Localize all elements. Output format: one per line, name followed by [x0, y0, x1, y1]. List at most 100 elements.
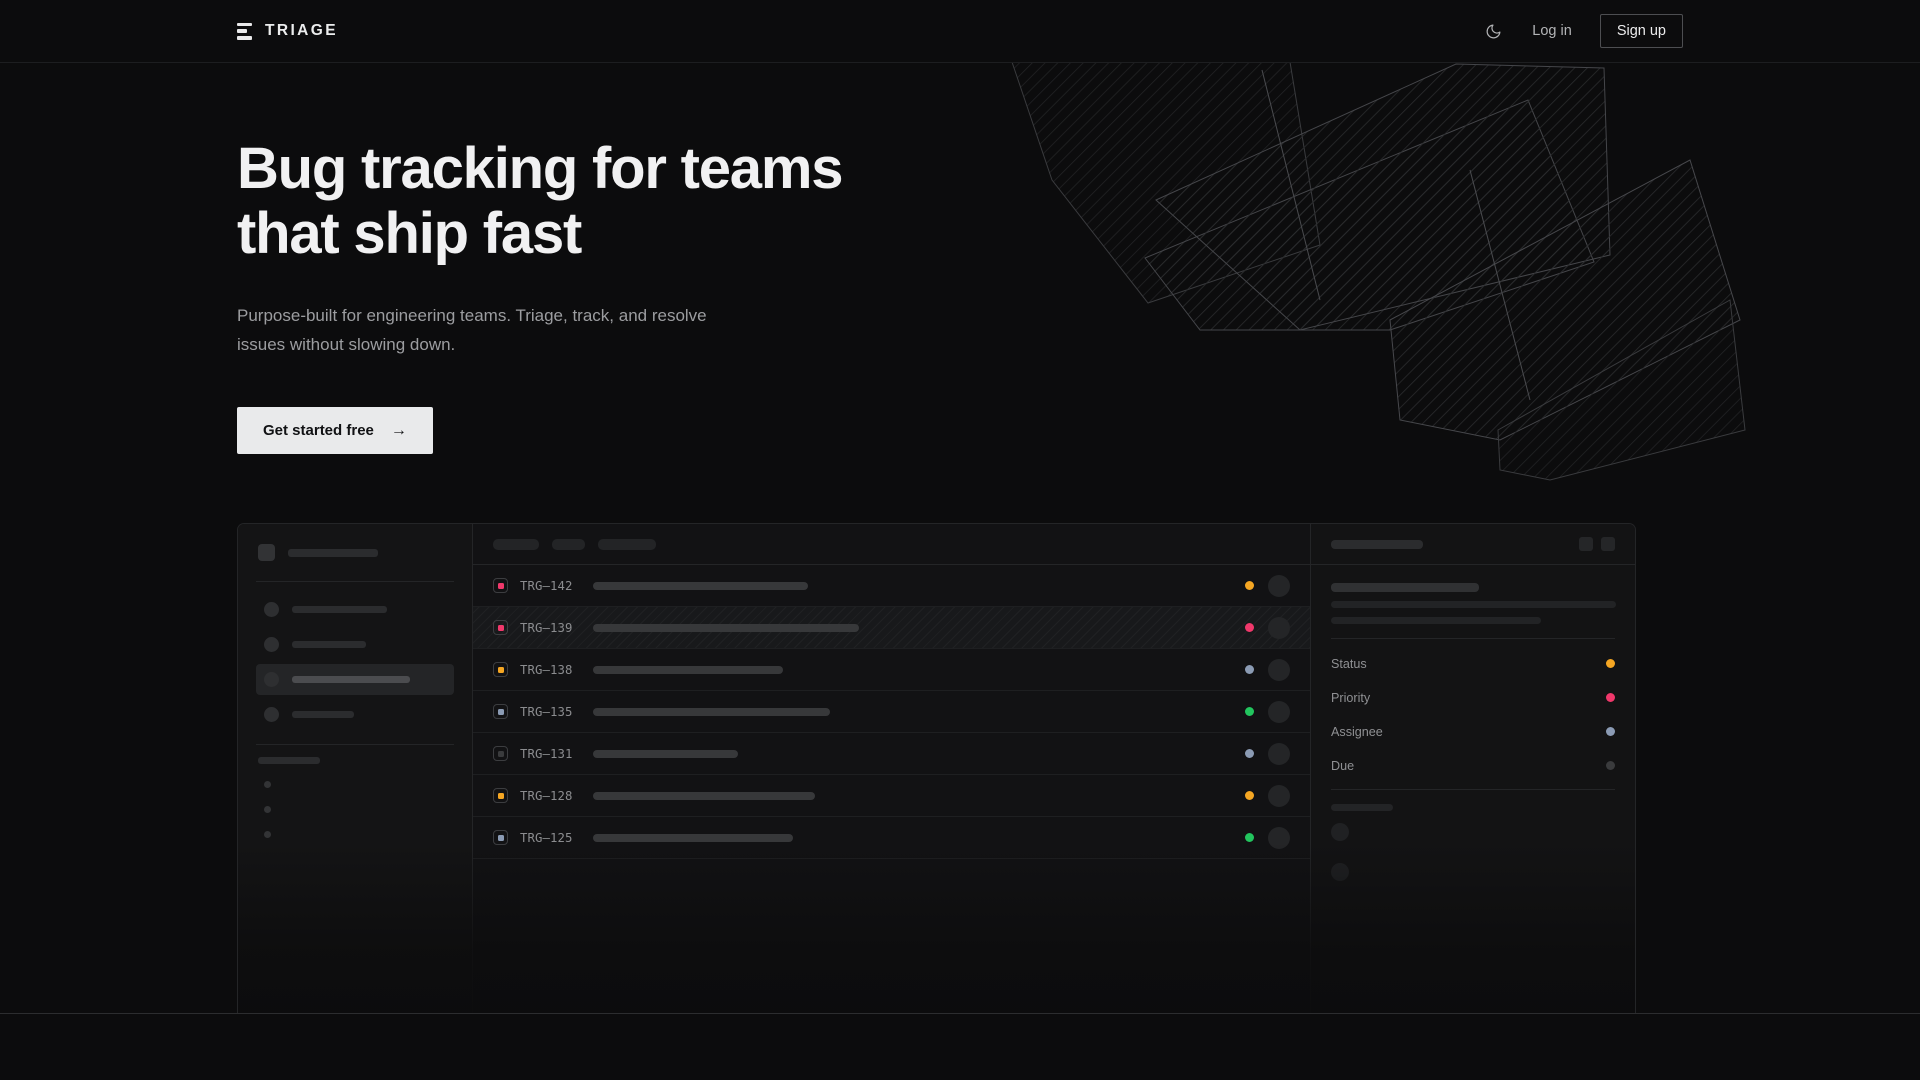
issue-row[interactable]: TRG–142	[473, 565, 1310, 607]
priority-badge-icon	[493, 662, 508, 677]
priority-badge-icon	[493, 578, 508, 593]
status-dot	[1245, 581, 1254, 590]
meta-label: Status	[1331, 657, 1367, 671]
issue-row[interactable]: TRG–135	[473, 691, 1310, 733]
brand-name: TRIAGE	[265, 22, 338, 39]
hero-section: Bug tracking for teams that ship fast Pu…	[0, 63, 1920, 455]
issue-row[interactable]: TRG–139	[473, 607, 1310, 649]
comment-avatar-list	[1331, 823, 1615, 881]
detail-description-skeleton	[1331, 601, 1616, 624]
meta-dot-icon	[1606, 659, 1615, 668]
issue-row[interactable]: TRG–125	[473, 817, 1310, 859]
meta-value	[1606, 759, 1615, 773]
issue-id: TRG–125	[520, 830, 573, 845]
meta-label: Due	[1331, 759, 1355, 773]
nav-actions: Log in Sign up	[1482, 14, 1683, 48]
sidebar-divider-bottom	[256, 744, 454, 745]
status-dot	[1245, 623, 1254, 632]
moon-icon[interactable]	[1482, 20, 1504, 42]
detail-divider	[1331, 638, 1615, 639]
meta-label: Priority	[1331, 691, 1371, 705]
avatar	[1268, 826, 1290, 849]
meta-row-assignee[interactable]: Assignee	[1331, 715, 1615, 749]
sidebar-item-icon	[264, 602, 279, 617]
signup-button[interactable]: Sign up	[1599, 14, 1683, 48]
issue-id: TRG–142	[520, 578, 573, 593]
get-started-button[interactable]: Get started free →	[237, 407, 433, 455]
bullet-icon	[264, 831, 271, 838]
detail-comments	[1311, 790, 1635, 903]
status-dot	[1245, 665, 1254, 674]
status-dot	[1245, 707, 1254, 716]
sidebar-item-label-skeleton	[292, 606, 387, 613]
filter-chip-0[interactable]	[493, 538, 539, 550]
issue-list-toolbar	[473, 524, 1310, 565]
list-empty-space	[473, 859, 1310, 1013]
sidebar-item-1[interactable]	[256, 629, 454, 660]
issue-id: TRG–128	[520, 788, 573, 803]
detail-issue-title-skeleton	[1331, 583, 1479, 592]
login-link[interactable]: Log in	[1532, 23, 1572, 39]
detail-header-button-1[interactable]	[1601, 537, 1615, 551]
detail-description-line-1	[1331, 617, 1541, 624]
meta-dot-icon	[1606, 761, 1615, 770]
sidebar-sublist	[256, 772, 454, 847]
sidebar-item-3[interactable]	[256, 699, 454, 730]
comment-avatar	[1331, 863, 1349, 881]
issue-title-skeleton	[592, 707, 830, 716]
meta-row-priority[interactable]: Priority	[1331, 681, 1615, 715]
issue-id: TRG–135	[520, 704, 573, 719]
bullet-icon	[264, 781, 271, 788]
comment-avatar	[1331, 823, 1349, 841]
workspace-name-skeleton	[288, 548, 378, 557]
hero-heading-line2: that ship fast	[237, 200, 582, 266]
detail-title-skeleton	[1331, 539, 1423, 549]
avatar	[1268, 658, 1290, 681]
arrow-right-icon: →	[390, 421, 407, 439]
meta-value	[1606, 725, 1615, 739]
sidebar-sub-item-2[interactable]	[256, 822, 454, 847]
filter-chip-1[interactable]	[552, 538, 585, 550]
issue-title-skeleton	[592, 665, 783, 674]
detail-header-button-0[interactable]	[1579, 537, 1593, 551]
top-navbar: TRIAGE Log in Sign up	[0, 0, 1920, 63]
avatar	[1268, 742, 1290, 765]
stacked-bars-icon	[237, 22, 252, 40]
sidebar-item-2[interactable]	[256, 664, 454, 695]
detail-header-actions	[1579, 537, 1615, 551]
filter-chip-2[interactable]	[598, 538, 656, 550]
status-dot	[1245, 749, 1254, 758]
issue-id: TRG–131	[520, 746, 573, 761]
brand[interactable]: TRIAGE	[237, 22, 338, 40]
issue-row[interactable]: TRG–138	[473, 649, 1310, 691]
issue-title-skeleton	[592, 749, 738, 758]
sidebar-item-icon	[264, 672, 279, 687]
sidebar-item-0[interactable]	[256, 594, 454, 625]
priority-badge-icon	[493, 620, 508, 635]
workspace-switcher[interactable]	[256, 540, 454, 567]
status-dot	[1245, 833, 1254, 842]
sidebar-divider-top	[256, 581, 454, 582]
meta-row-status[interactable]: Status	[1331, 647, 1615, 681]
page-title: Bug tracking for teams that ship fast	[237, 136, 877, 267]
issue-title-skeleton	[592, 833, 793, 842]
issue-row[interactable]: TRG–128	[473, 775, 1310, 817]
sidebar-sub-item-0[interactable]	[256, 772, 454, 797]
meta-row-due[interactable]: Due	[1331, 749, 1615, 783]
issue-row[interactable]: TRG–131	[473, 733, 1310, 775]
comments-label-skeleton	[1331, 804, 1393, 811]
detail-description-line-0	[1331, 601, 1616, 608]
avatar	[1268, 784, 1290, 807]
sidebar-item-label-skeleton	[292, 711, 354, 718]
sidebar-section-label	[258, 757, 320, 764]
meta-label: Assignee	[1331, 725, 1383, 739]
meta-value	[1606, 691, 1615, 705]
sidebar-item-label-skeleton	[292, 641, 366, 648]
sidebar-sub-item-1[interactable]	[256, 797, 454, 822]
meta-value	[1606, 657, 1615, 671]
